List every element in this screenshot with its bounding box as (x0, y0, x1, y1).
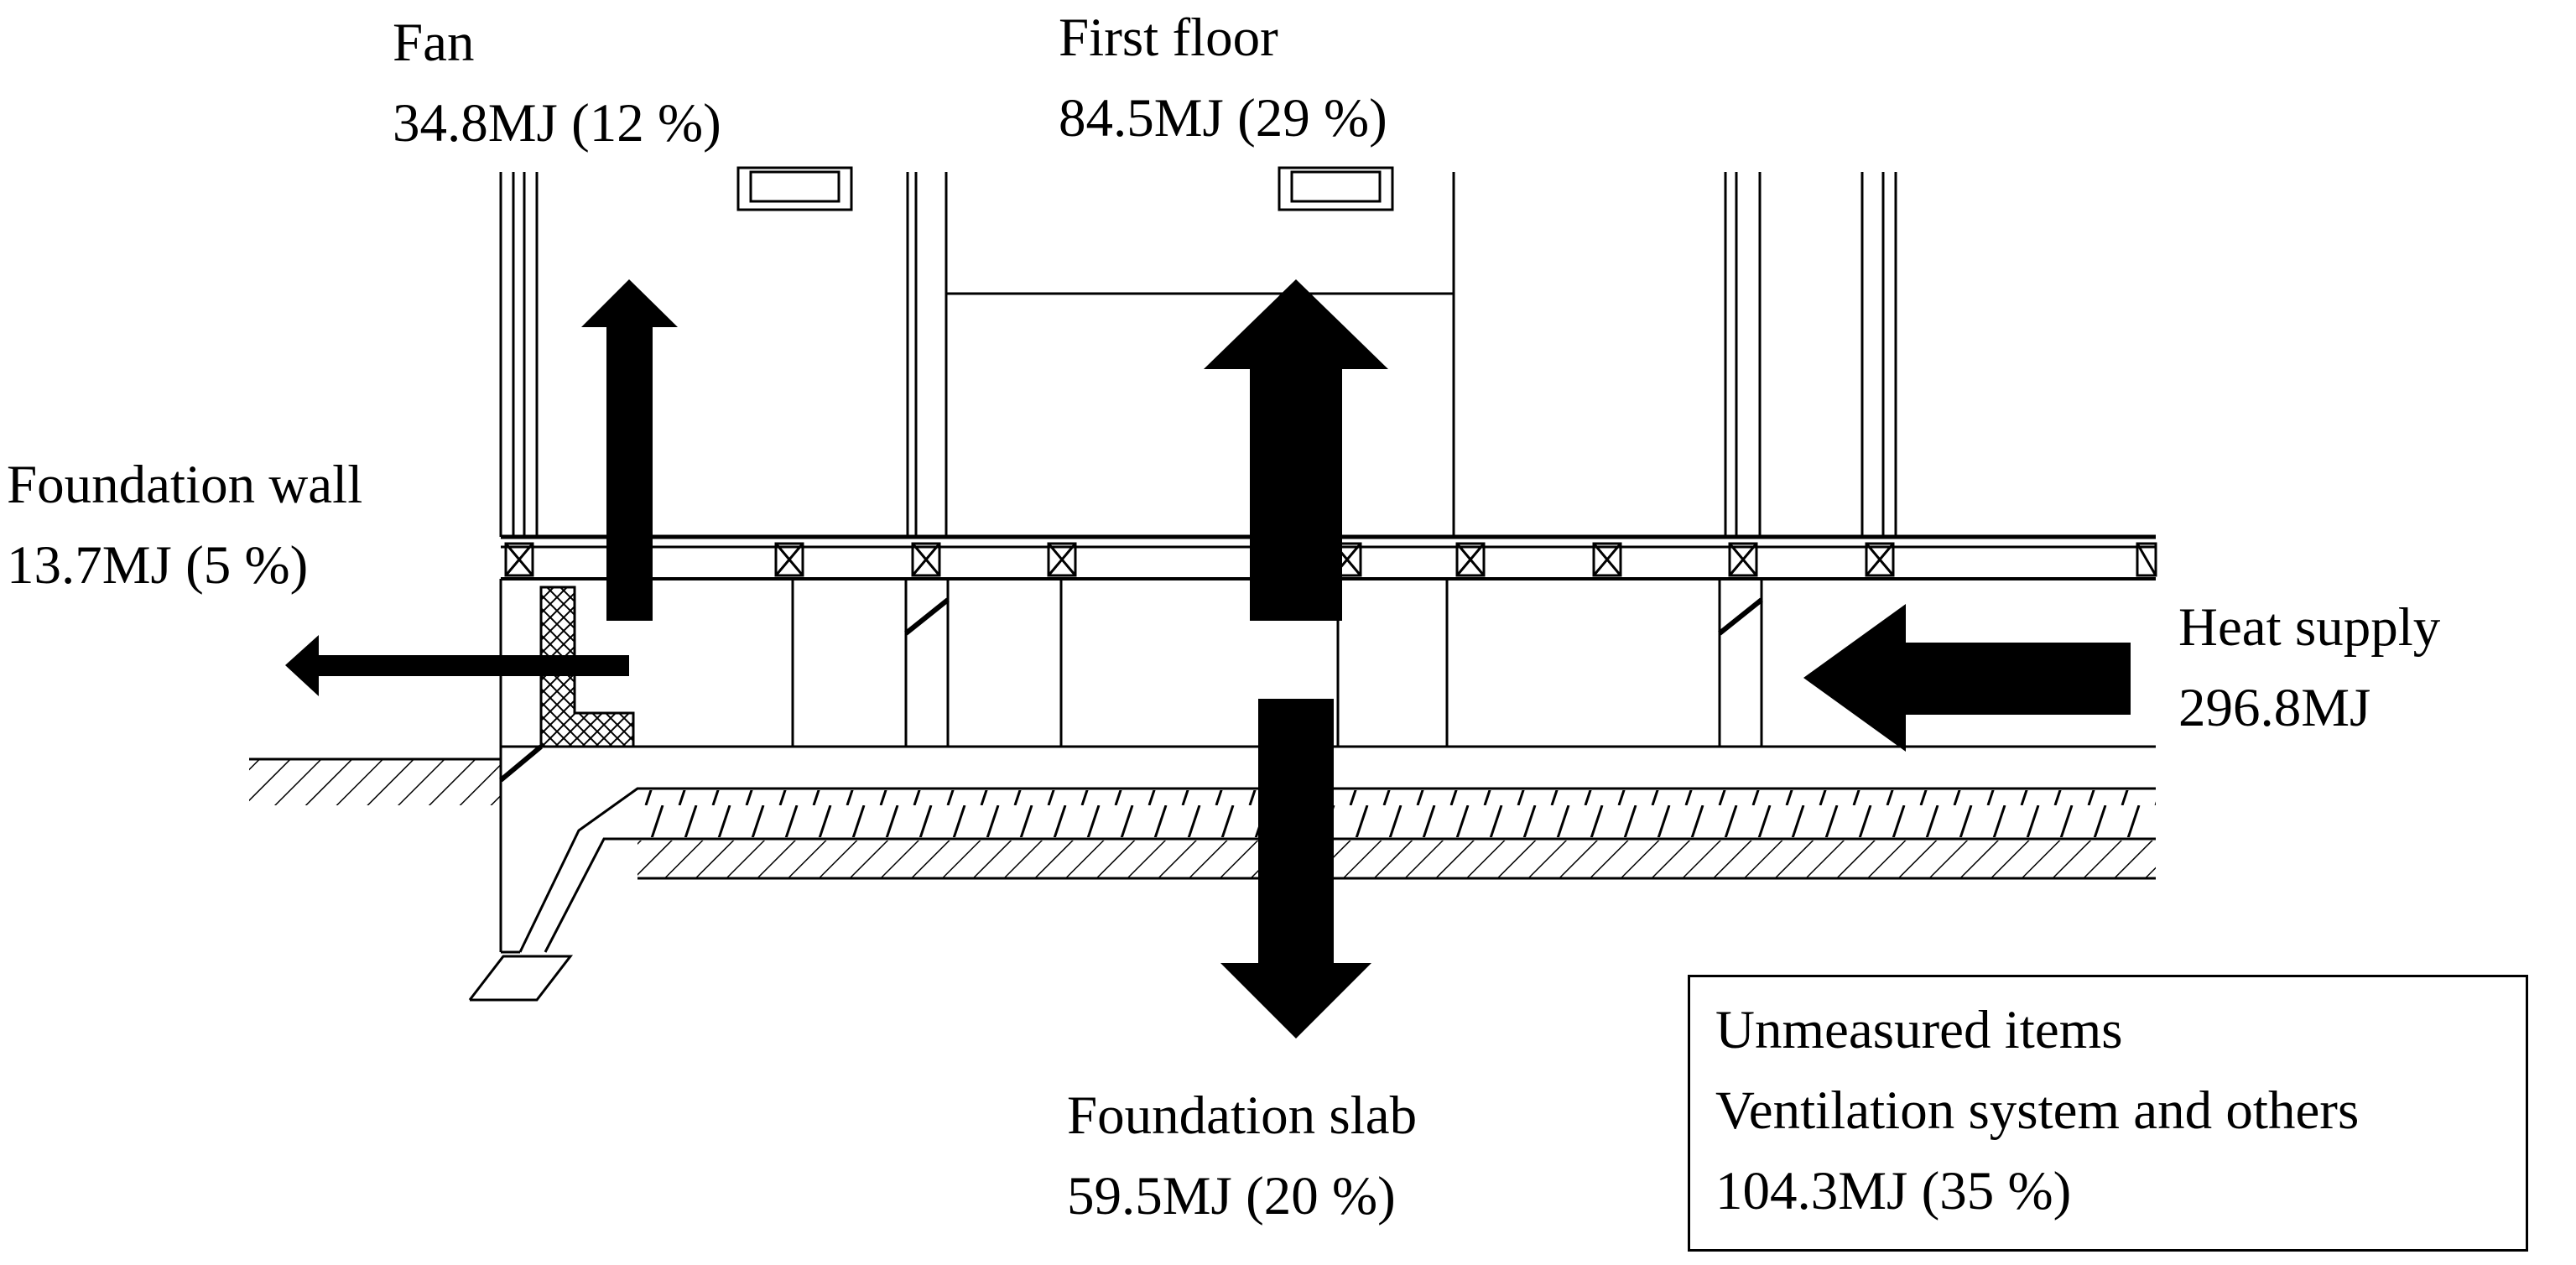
fan-arrow (581, 279, 678, 621)
heat-supply-label: Heat supply 296.8MJ (2178, 587, 2440, 748)
first-floor-arrow (1204, 279, 1388, 621)
foundation-wall-arrow (285, 635, 629, 696)
first-floor-title: First floor (1059, 8, 1278, 68)
insulation-block (539, 586, 635, 748)
unmeasured-title: Unmeasured items (1715, 1000, 2123, 1060)
foundation-wall-title: Foundation wall (7, 455, 363, 515)
unmeasured-subtitle: Ventilation system and others (1715, 1080, 2360, 1141)
first-floor-value: 84.5MJ (29 %) (1059, 88, 1387, 148)
fan-value: 34.8MJ (12 %) (393, 93, 721, 154)
foundation-wall-label: Foundation wall 13.7MJ (5 %) (7, 445, 362, 606)
fan-title: Fan (393, 13, 475, 73)
ground-soil-left (249, 759, 501, 805)
floor-joists (504, 542, 2157, 577)
foundation-slab-label: Foundation slab 59.5MJ (20 %) (1067, 1075, 1417, 1236)
ground-soil-under-slab (637, 841, 2156, 878)
foundation-slab-arrow (1220, 699, 1371, 1039)
foundation-slab-title: Foundation slab (1067, 1085, 1418, 1146)
unmeasured-value: 104.3MJ (35 %) (1715, 1161, 2072, 1221)
foundation-wall-value: 13.7MJ (5 %) (7, 535, 309, 596)
fan-label: Fan 34.8MJ (12 %) (393, 3, 721, 164)
heat-supply-value: 296.8MJ (2178, 678, 2371, 738)
unmeasured-items-box (1688, 975, 2528, 1252)
foundation-slab-hatch (637, 790, 2156, 837)
foundation-slab-value: 59.5MJ (20 %) (1067, 1166, 1396, 1226)
unmeasured-label: Unmeasured items Ventilation system and … (1715, 990, 2359, 1231)
first-floor-label: First floor 84.5MJ (29 %) (1059, 0, 1387, 159)
heat-supply-arrow (1803, 604, 2131, 752)
heat-supply-title: Heat supply (2178, 597, 2441, 658)
